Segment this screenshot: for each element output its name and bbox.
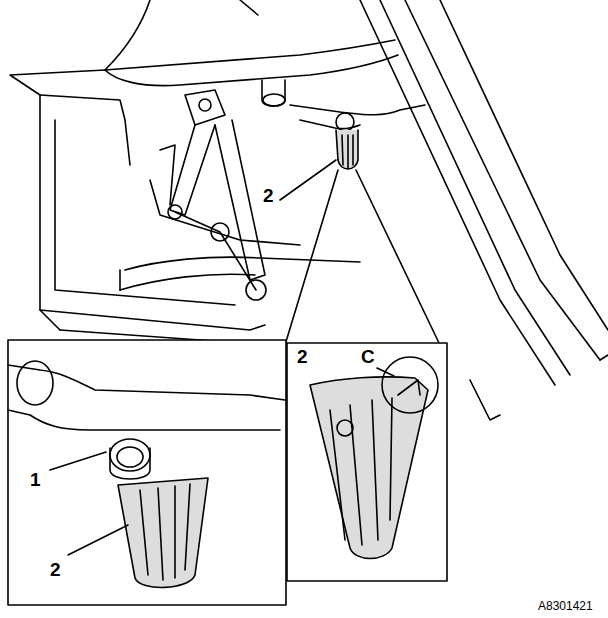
detail-letter: C <box>361 347 375 366</box>
figure-code: A8301421 <box>538 600 593 612</box>
callout-number: 2 <box>50 560 61 579</box>
callout-number: 1 <box>30 470 41 489</box>
callout-number: 2 <box>297 347 308 366</box>
callout-number: 2 <box>263 186 274 205</box>
